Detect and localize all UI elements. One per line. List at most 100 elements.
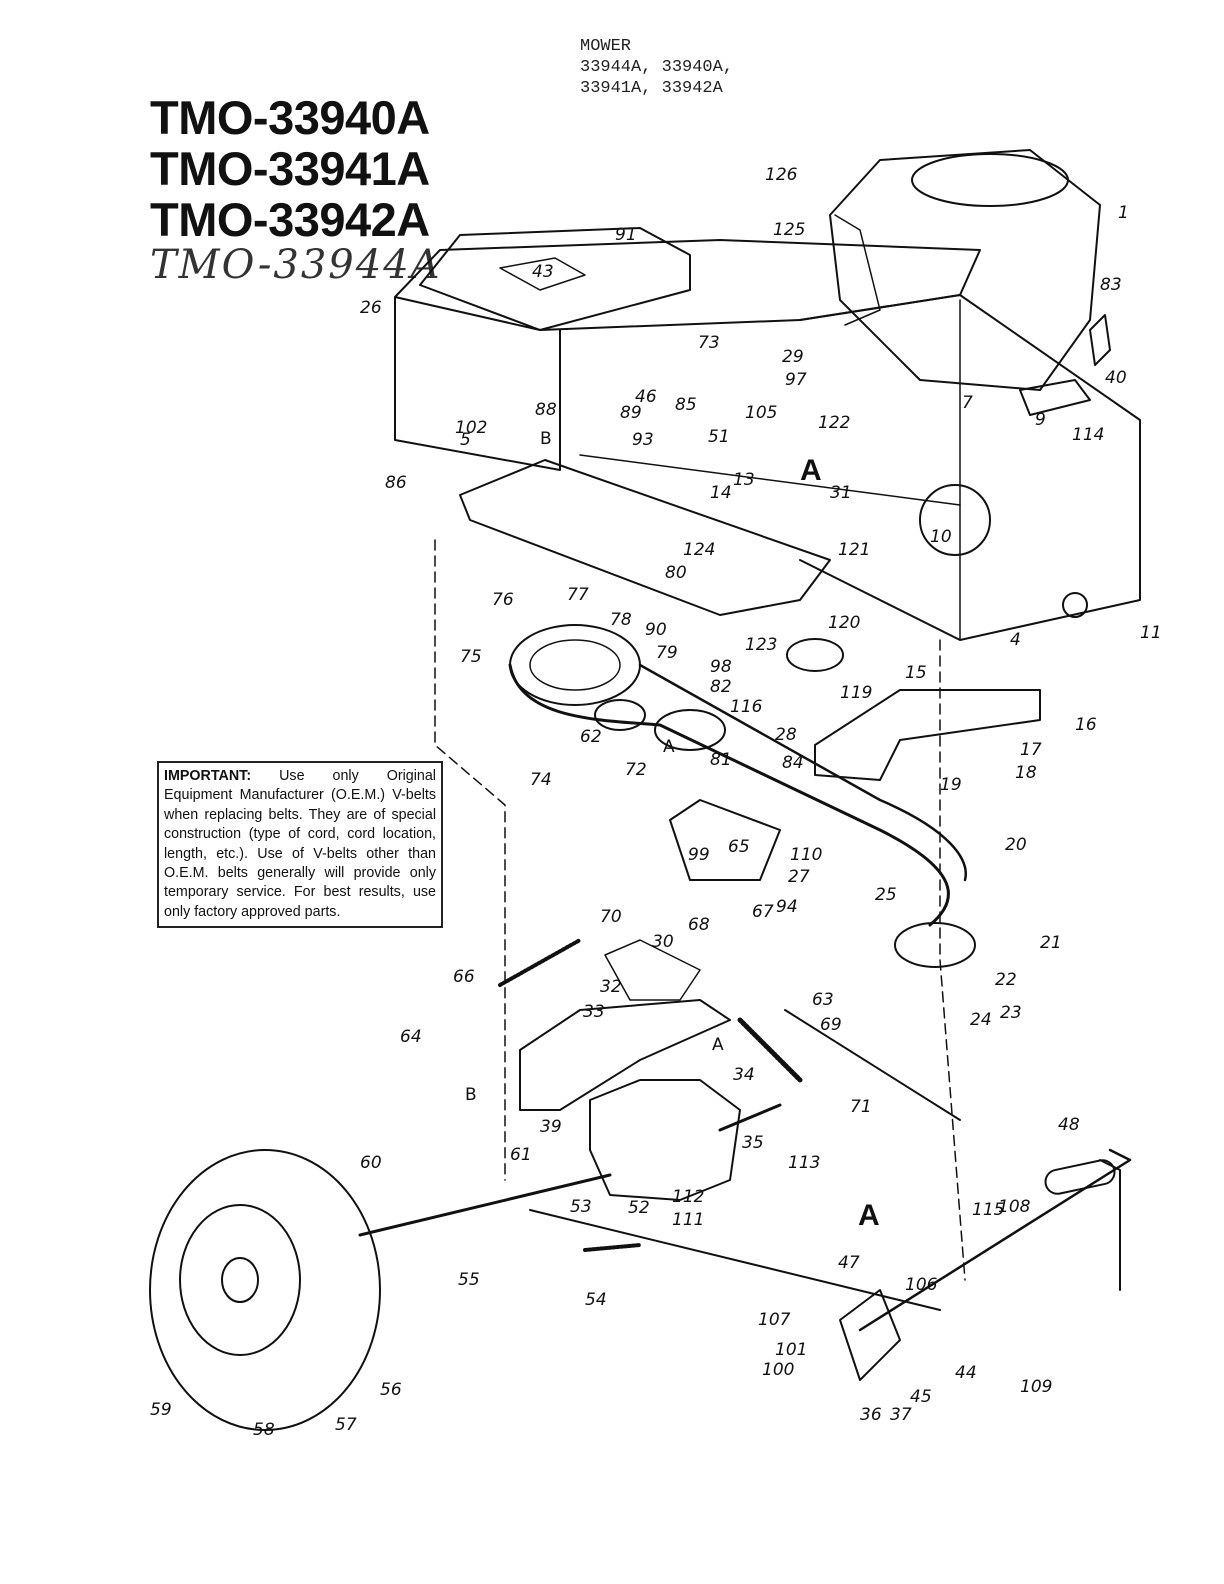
part-label-57: 57 bbox=[335, 1415, 357, 1435]
part-label-21: 21 bbox=[1040, 933, 1062, 953]
part-label-30: 30 bbox=[652, 932, 674, 952]
part-label-27: 27 bbox=[788, 867, 810, 887]
engine-air-filter bbox=[911, 153, 1069, 207]
part-label-16: 16 bbox=[1075, 715, 1097, 735]
frame-top-panel bbox=[394, 239, 981, 331]
part-label-77: 77 bbox=[567, 585, 589, 605]
drive-belt-return bbox=[638, 663, 967, 882]
part-label-31: 31 bbox=[830, 483, 852, 503]
part-label-55: 55 bbox=[458, 1270, 480, 1290]
support-33 bbox=[519, 999, 731, 1111]
part-label-22: 22 bbox=[995, 970, 1017, 990]
rear-wheel-rim bbox=[179, 1204, 301, 1356]
handwritten-model: TMO-33944A bbox=[150, 242, 442, 288]
part-label-113: 113 bbox=[788, 1153, 820, 1173]
part-label-61: 61 bbox=[510, 1145, 532, 1165]
part-label-73: 73 bbox=[698, 333, 720, 353]
part-label-70: 70 bbox=[600, 907, 622, 927]
transmission bbox=[589, 1079, 741, 1201]
part-label-66: 66 bbox=[453, 967, 475, 987]
dashed-leader bbox=[939, 639, 966, 1281]
part-label-110: 110 bbox=[790, 845, 822, 865]
part-label-90: 90 bbox=[645, 620, 667, 640]
bracket-16 bbox=[814, 689, 1041, 781]
drive-belt bbox=[508, 663, 950, 927]
part-label-19: 19 bbox=[940, 775, 962, 795]
part-label-91: 91 bbox=[615, 225, 637, 245]
part-label-76: 76 bbox=[492, 590, 514, 610]
part-label-11: 11 bbox=[1140, 623, 1162, 643]
part-labels: 1 4 5 7 9 10 11 13 14 15 16 17 18 19 20 … bbox=[150, 165, 1162, 1440]
model-title-3: TMO-33942A bbox=[150, 193, 430, 246]
reference-mark-b: B bbox=[465, 1085, 477, 1105]
part-label-36: 36 bbox=[860, 1405, 882, 1425]
part-label-111: 111 bbox=[672, 1210, 704, 1230]
part-label-47: 47 bbox=[838, 1253, 860, 1273]
part-label-98: 98 bbox=[710, 657, 732, 677]
pulley-82 bbox=[654, 709, 726, 751]
part-label-7: 7 bbox=[962, 393, 973, 413]
part-label-72: 72 bbox=[625, 760, 647, 780]
part-label-43: 43 bbox=[532, 262, 554, 282]
notice-lead: IMPORTANT: bbox=[164, 768, 252, 784]
part-label-4: 4 bbox=[1010, 630, 1021, 650]
spring-66 bbox=[498, 938, 582, 987]
part-label-20: 20 bbox=[1005, 835, 1027, 855]
part-label-89: 89 bbox=[620, 403, 642, 423]
part-label-120: 120 bbox=[828, 613, 860, 633]
model-title-1: TMO-33940A bbox=[150, 91, 430, 144]
support-30 bbox=[604, 939, 701, 1001]
part-label-58: 58 bbox=[253, 1420, 275, 1440]
frame-side bbox=[394, 296, 561, 471]
part-label-25: 25 bbox=[875, 885, 897, 905]
part-label-65: 65 bbox=[728, 837, 750, 857]
part-label-94: 94 bbox=[776, 897, 798, 917]
part-label-79: 79 bbox=[656, 643, 678, 663]
mower-models-line2: 33941A, 33942A bbox=[580, 79, 723, 98]
mower-label: MOWER bbox=[580, 37, 632, 56]
part-label-121: 121 bbox=[838, 540, 870, 560]
part-label-14: 14 bbox=[710, 483, 732, 503]
pedal-bracket-36 bbox=[839, 1289, 901, 1381]
part-label-106: 106 bbox=[905, 1275, 938, 1295]
part-label-67: 67 bbox=[752, 902, 774, 922]
part-label-93: 93 bbox=[632, 430, 654, 450]
important-notice-box: IMPORTANT: Use only Original Equipment M… bbox=[157, 761, 443, 929]
part-label-13: 13 bbox=[733, 470, 755, 490]
rear-wheel-tire bbox=[149, 1149, 381, 1431]
center-bar bbox=[579, 454, 961, 506]
part-label-83: 83 bbox=[1100, 275, 1122, 295]
reference-mark-a: A bbox=[858, 1199, 880, 1232]
part-label-34: 34 bbox=[733, 1065, 755, 1085]
idler-bracket-84 bbox=[669, 799, 781, 881]
pulley-21 bbox=[894, 922, 976, 968]
frame-rear-body bbox=[799, 294, 1141, 641]
pedal-grip-48 bbox=[1044, 1159, 1116, 1195]
reference-mark-a: A bbox=[663, 737, 675, 757]
part-label-46: 46 bbox=[635, 387, 657, 407]
rear-wheel-hub bbox=[221, 1257, 259, 1303]
battery-top-plate bbox=[499, 257, 586, 291]
part-label-88: 88 bbox=[535, 400, 557, 420]
dashed-leader bbox=[434, 539, 506, 1181]
part-label-82: 82 bbox=[710, 677, 732, 697]
part-label-18: 18 bbox=[1015, 763, 1037, 783]
part-label-108: 108 bbox=[998, 1197, 1031, 1217]
part-label-119: 119 bbox=[840, 683, 872, 703]
part-label-101: 101 bbox=[775, 1340, 807, 1360]
part-label-62: 62 bbox=[580, 727, 602, 747]
pedal-arm bbox=[1099, 1159, 1121, 1291]
part-label-28: 28 bbox=[775, 725, 797, 745]
part-label-69: 69 bbox=[820, 1015, 842, 1035]
axle-hole bbox=[919, 484, 991, 556]
part-label-10: 10 bbox=[930, 527, 952, 547]
frame-port bbox=[1062, 592, 1088, 618]
part-label-37: 37 bbox=[890, 1405, 912, 1425]
part-label-56: 56 bbox=[380, 1380, 402, 1400]
part-label-40: 40 bbox=[1105, 368, 1127, 388]
reference-mark-b: B bbox=[540, 429, 552, 449]
part-label-71: 71 bbox=[850, 1097, 872, 1117]
part-label-35: 35 bbox=[742, 1133, 764, 1153]
axle-60-right bbox=[718, 1103, 782, 1132]
